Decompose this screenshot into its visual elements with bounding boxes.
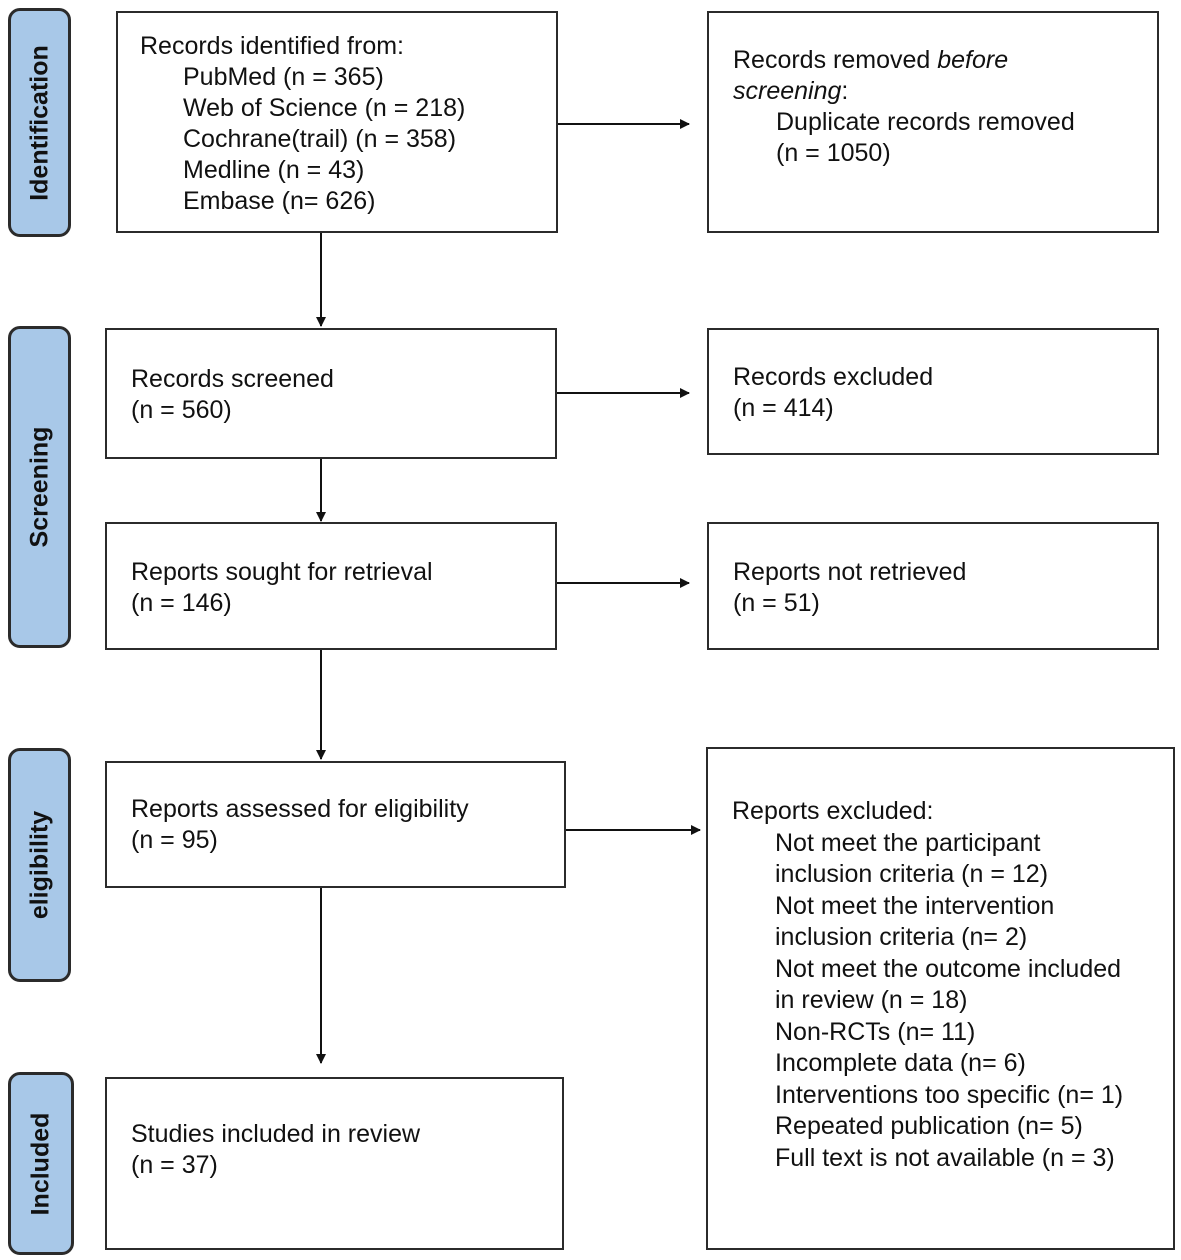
reports-excluded-box: Reports excluded: Not meet the participa… <box>706 747 1175 1250</box>
reports-assessed-count: (n = 95) <box>131 826 218 854</box>
reports-sought-label: Reports sought for retrieval <box>131 558 433 586</box>
reason-participant-line2: inclusion criteria (n = 12) <box>775 860 1049 888</box>
studies-included-count: (n = 37) <box>131 1151 218 1179</box>
reports-not-retrieved-count: (n = 51) <box>733 589 820 617</box>
source-cochrane: Cochrane(trail) (n = 358) <box>183 125 457 153</box>
reports-excluded-heading: Reports excluded: <box>732 797 934 825</box>
reason-repeated-publication: Repeated publication (n= 5) <box>775 1112 1083 1140</box>
reason-interventions-specific: Interventions too specific (n= 1) <box>775 1080 1124 1109</box>
phase-screening: Screening <box>8 326 71 648</box>
reason-intervention-line2: inclusion criteria (n= 2) <box>775 923 1028 951</box>
records-excluded-label: Records excluded <box>733 363 934 391</box>
studies-included-box: Studies included in review (n = 37) <box>105 1077 564 1250</box>
records-screened-count: (n = 560) <box>131 396 232 424</box>
reports-assessed-label: Reports assessed for eligibility <box>131 795 469 823</box>
records-excluded-count: (n = 414) <box>733 394 834 422</box>
reason-full-text-unavailable: Full text is not available (n = 3) <box>775 1143 1115 1172</box>
records-removed-heading-colon: : <box>841 77 849 105</box>
reason-intervention-line1: Not meet the intervention <box>775 891 1055 920</box>
reason-outcome-line2: in review (n = 18) <box>775 986 968 1014</box>
duplicate-records-label: Duplicate records removed <box>776 108 1075 136</box>
records-removed-heading-screening: screening <box>733 77 842 105</box>
reason-outcome-line1: Not meet the outcome included <box>775 954 1122 983</box>
duplicate-records-count: (n = 1050) <box>776 139 891 167</box>
records-removed-heading-text: Records removed <box>733 46 938 74</box>
records-removed-heading-line1: Records removed before <box>733 45 1157 76</box>
reason-participant-line1: Not meet the participant <box>775 828 1041 857</box>
phase-eligibility: eligibility <box>8 748 71 982</box>
records-removed-box: Records removed before screening: Duplic… <box>707 11 1159 233</box>
source-pubmed: PubMed (n = 365) <box>183 63 384 91</box>
records-identified-heading: Records identified from: <box>140 32 405 60</box>
records-removed-heading-emphasis: before <box>937 46 1009 74</box>
source-embase: Embase (n= 626) <box>183 187 376 215</box>
records-identified-box: Records identified from: PubMed (n = 365… <box>116 11 558 233</box>
source-web-of-science: Web of Science (n = 218) <box>183 94 466 122</box>
phase-included: Included <box>8 1072 74 1255</box>
records-screened-label: Records screened <box>131 365 334 393</box>
studies-included-label: Studies included in review <box>131 1120 421 1148</box>
records-excluded-box: Records excluded (n = 414) <box>707 328 1159 455</box>
phase-identification: Identification <box>8 8 71 237</box>
reports-not-retrieved-label: Reports not retrieved <box>733 558 967 586</box>
source-medline: Medline (n = 43) <box>183 156 365 184</box>
records-screened-box: Records screened (n = 560) <box>105 328 557 459</box>
reports-not-retrieved-box: Reports not retrieved (n = 51) <box>707 522 1159 650</box>
reports-sought-box: Reports sought for retrieval (n = 146) <box>105 522 557 650</box>
reports-assessed-box: Reports assessed for eligibility (n = 95… <box>105 761 566 888</box>
reason-non-rcts: Non-RCTs (n= 11) <box>775 1017 976 1046</box>
reason-incomplete-data: Incomplete data (n= 6) <box>775 1049 1026 1077</box>
reports-sought-count: (n = 146) <box>131 589 232 617</box>
records-removed-heading-line2: screening: <box>733 76 1157 107</box>
